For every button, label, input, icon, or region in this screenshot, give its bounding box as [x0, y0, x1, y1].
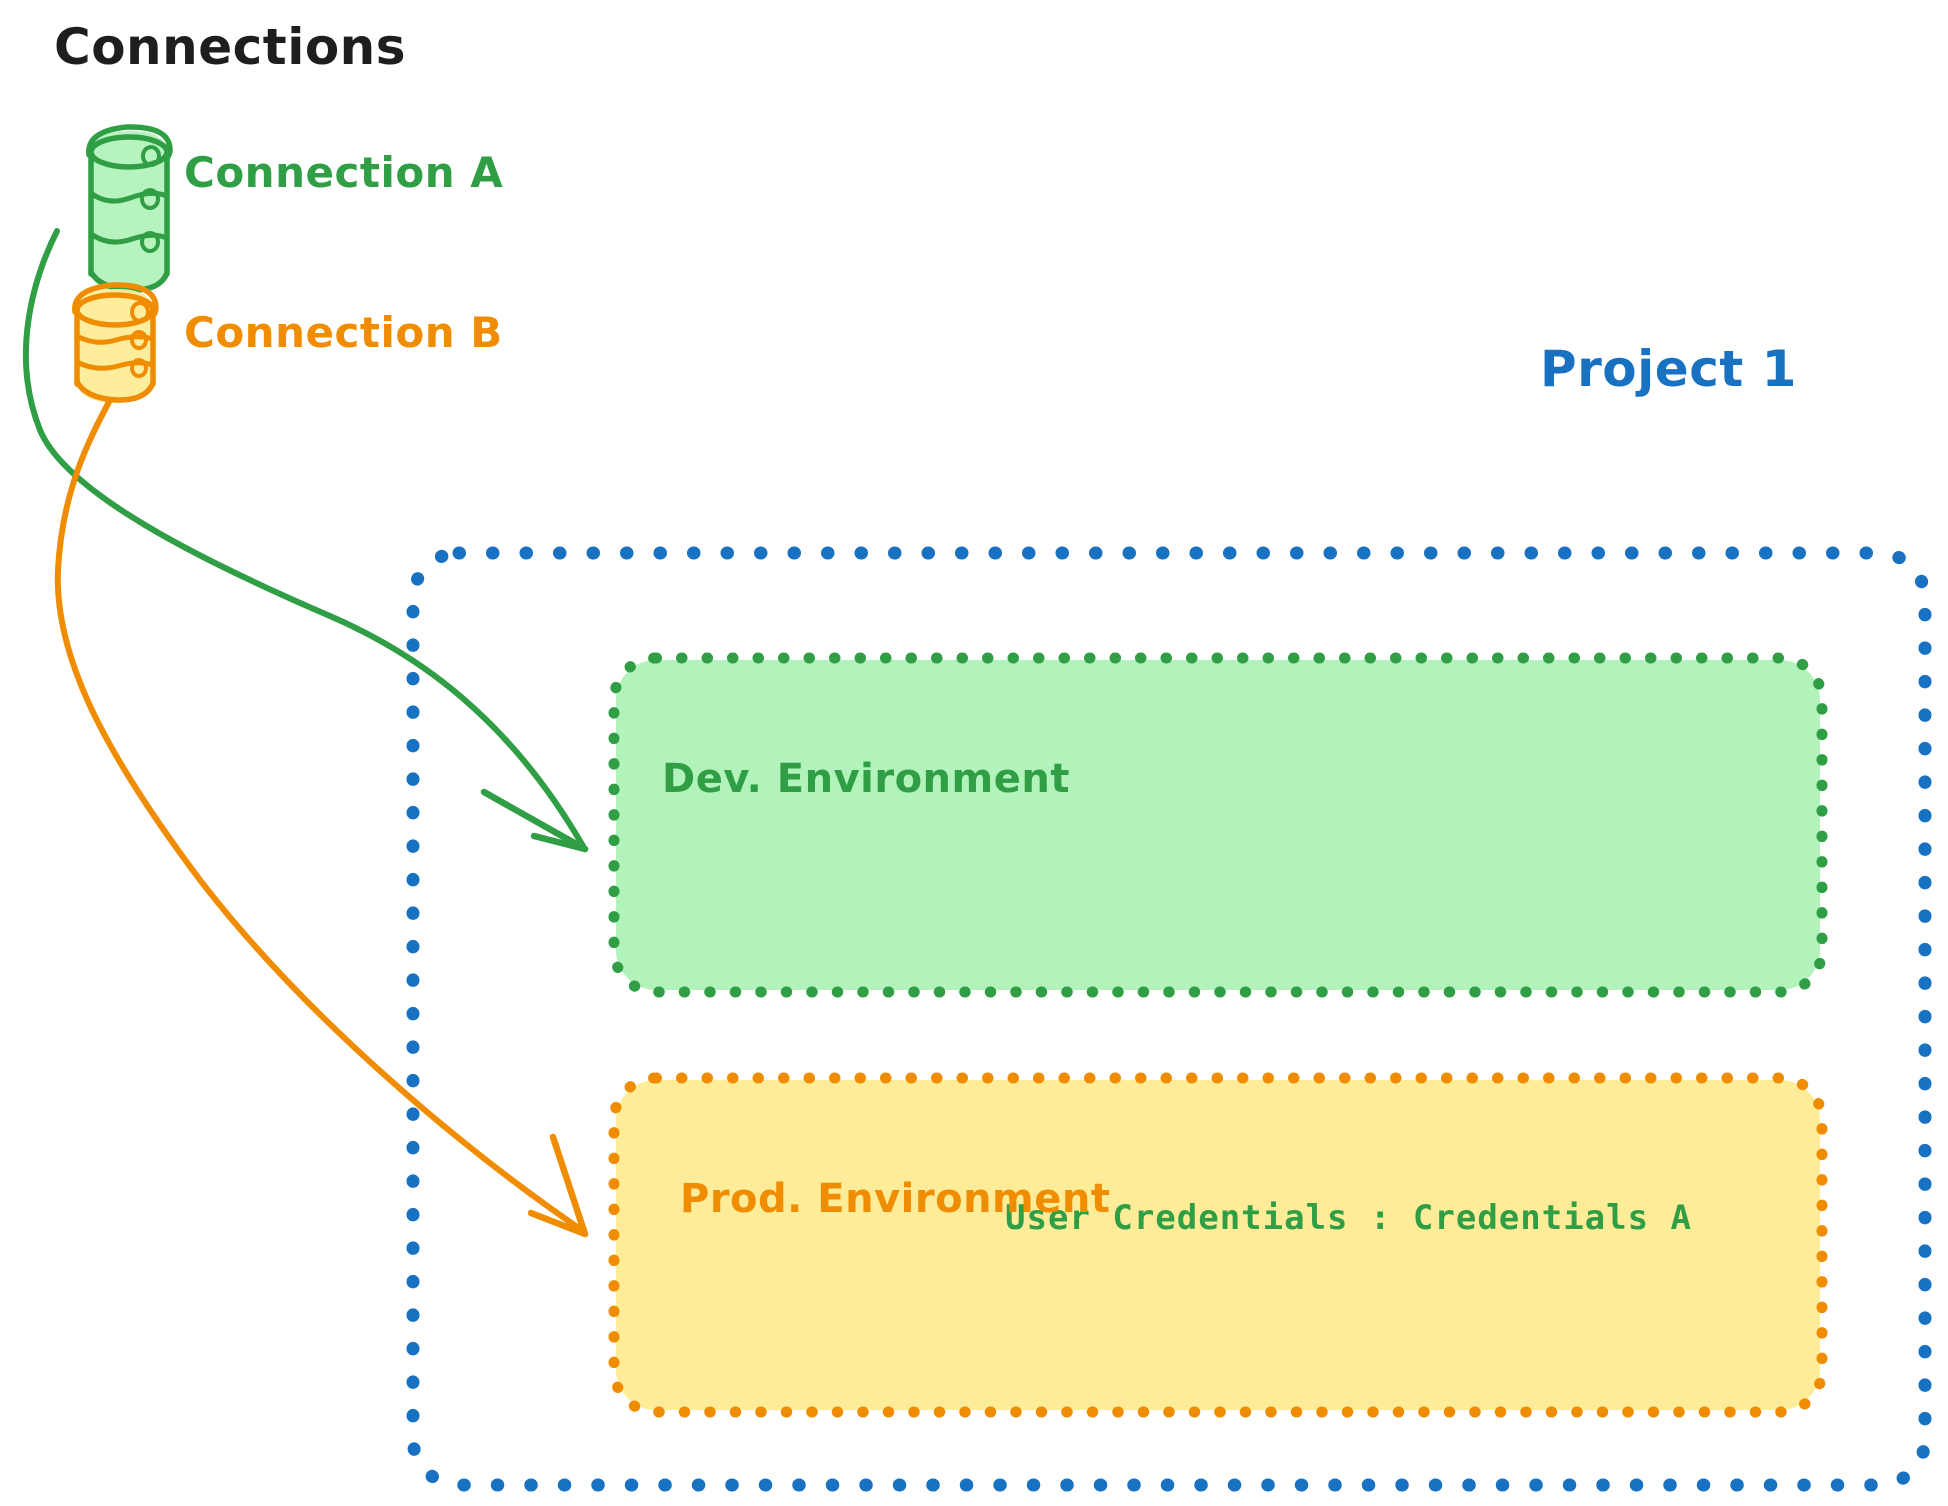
dev-environment-box[interactable]	[608, 652, 1828, 998]
arrow-connection-b-head-2	[527, 1209, 589, 1238]
arrow-connection-b-path	[54, 397, 586, 1234]
connection-b-cylinder-led-3	[130, 358, 148, 378]
connection-b-cylinder-led-1	[130, 301, 150, 323]
project-container[interactable]	[406, 546, 1932, 1492]
arrow-connection-b-head-1	[549, 1133, 589, 1238]
connection-a-database-cylinder-icon[interactable]	[86, 124, 173, 293]
connection-b-database-cylinder-icon[interactable]	[72, 282, 159, 403]
connection-b-cylinder-divider-1	[74, 333, 156, 345]
arrow-connection-b-to-prod	[54, 397, 589, 1238]
arrow-connection-a-path	[22, 228, 586, 849]
connection-a-cylinder-led-2	[140, 188, 160, 210]
prod-environment-border	[608, 1072, 1828, 1418]
prod-environment-fill	[616, 1080, 1820, 1410]
arrow-connection-a-head-1	[480, 788, 589, 853]
arrow-connection-a-head-2	[530, 832, 589, 853]
prod-environment-box[interactable]	[608, 1072, 1828, 1418]
connection-b-cylinder-led-2	[130, 330, 148, 350]
arrow-connection-a-to-dev	[22, 228, 589, 853]
connection-a-cylinder-led-1	[141, 145, 161, 167]
project-container-border	[406, 546, 1932, 1492]
connection-b-cylinder-bottom-arc	[74, 379, 156, 403]
connection-a-cylinder-body-fill	[92, 130, 166, 293]
connection-a-cylinder-divider-2	[88, 231, 170, 245]
connection-a-cylinder-led-3	[140, 231, 160, 253]
dev-environment-border	[608, 652, 1828, 998]
dev-environment-fill	[616, 660, 1820, 990]
